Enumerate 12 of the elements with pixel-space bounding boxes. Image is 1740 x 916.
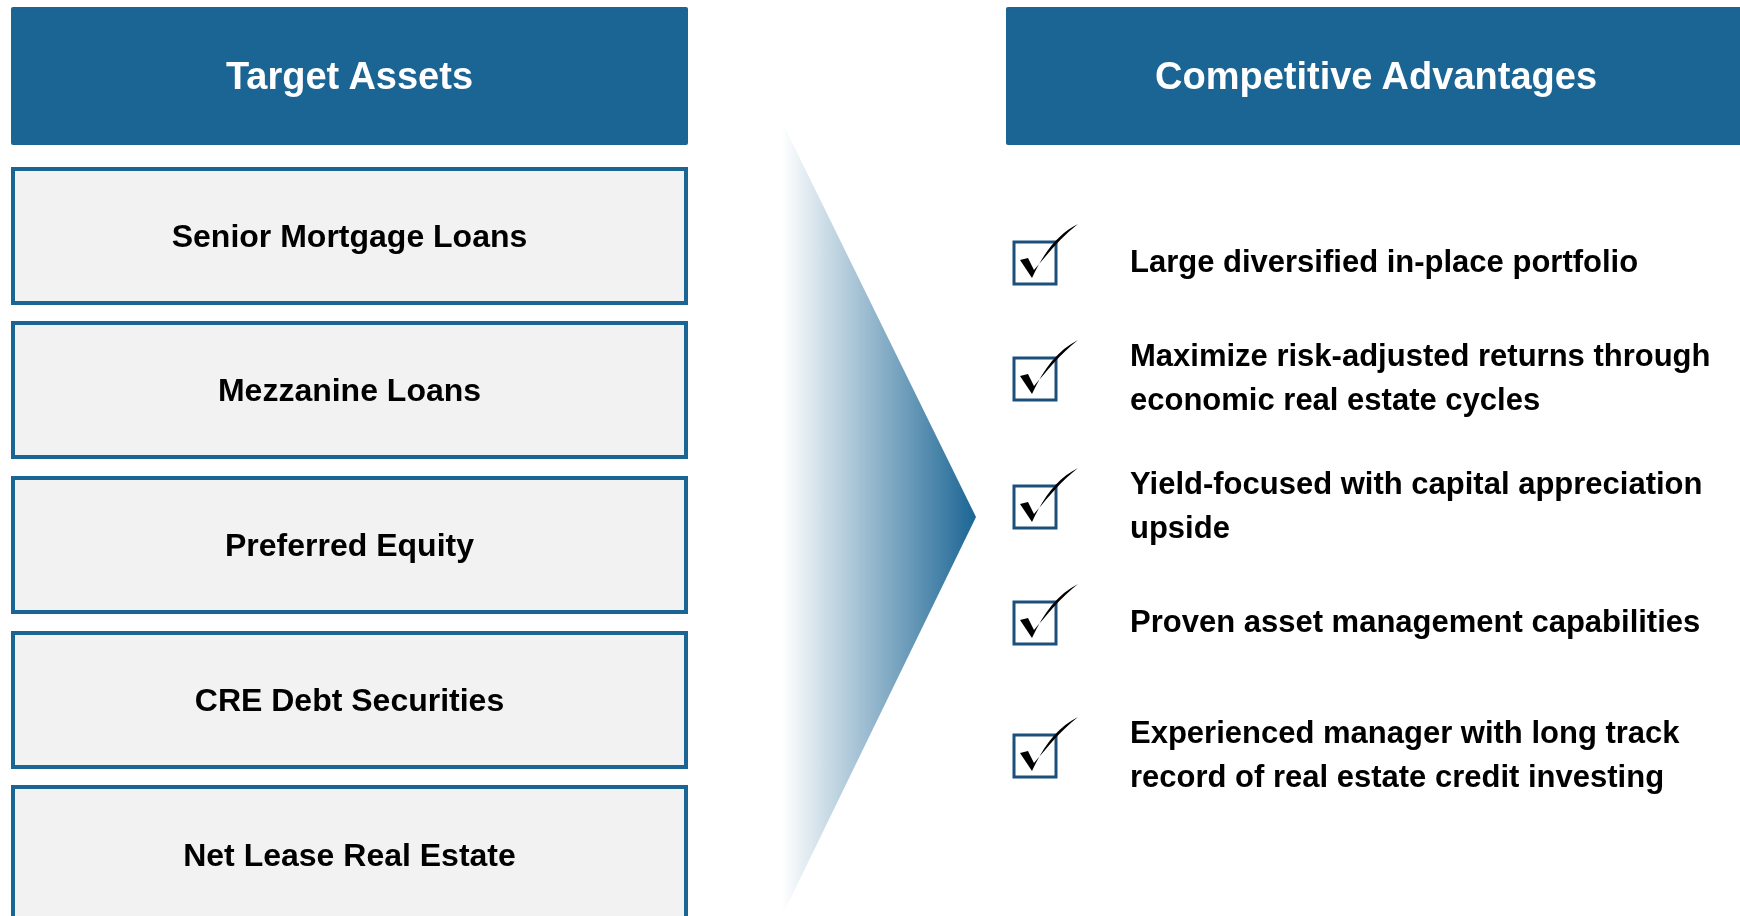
asset-box: Mezzanine Loans [11, 321, 688, 459]
advantage-text: Maximize risk-adjusted returns through economic real estate cycles [1130, 337, 1712, 419]
advantage-text: Experienced manager with long track record of real estate credit investing [1130, 714, 1681, 796]
advantage-text: Yield-focused with capital appreciation upside [1130, 465, 1704, 547]
asset-box: CRE Debt Securities [11, 631, 688, 769]
asset-box: Net Lease Real Estate [11, 785, 688, 916]
header-bar: Target Assets [11, 7, 688, 145]
advantage-text: Proven asset management capabilities [1130, 603, 1702, 641]
asset-box: Senior Mortgage Loans [11, 167, 688, 305]
advantage-text: Large diversified in-place portfolio [1130, 243, 1640, 281]
header-bar: Competitive Advantages [1006, 7, 1740, 145]
asset-box: Preferred Equity [11, 476, 688, 614]
